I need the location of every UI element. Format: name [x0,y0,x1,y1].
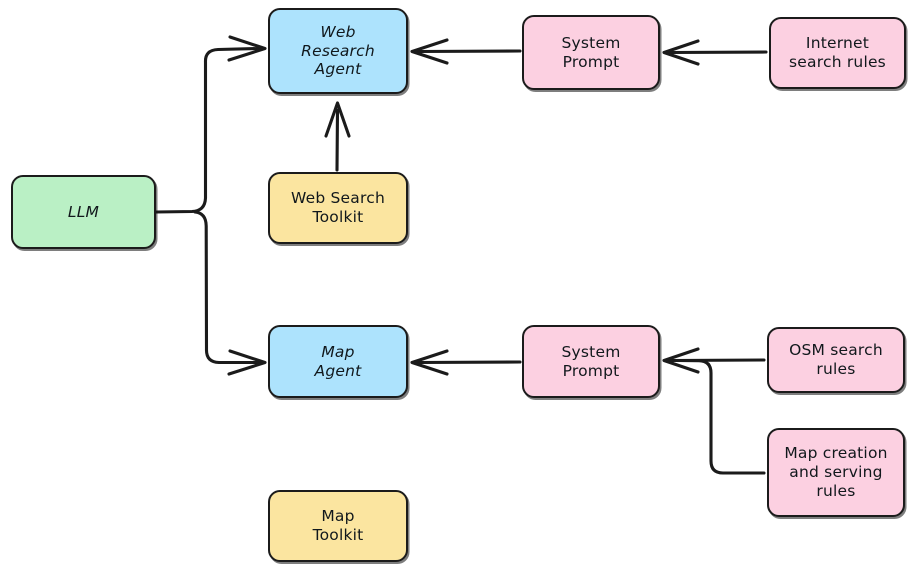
node-map-agent[interactable]: Map Agent [268,325,408,398]
node-map-creation-rules-label: Map creation and serving rules [784,444,888,500]
edge-map-system-prompt-to-agent [416,360,522,365]
node-map-toolkit-label: Map Toolkit [312,507,364,544]
edge-web-system-prompt-to-agent [416,49,522,54]
node-map-creation-rules[interactable]: Map creation and serving rules [767,428,905,517]
edge-internet-rules-to-system-prompt [668,50,768,55]
node-llm-label: LLM [67,202,100,221]
edge-map-creation-rules-to-system-prompt [674,358,766,475]
node-osm-search-rules[interactable]: OSM search rules [767,327,905,393]
node-osm-search-rules-label: OSM search rules [789,341,883,378]
node-llm[interactable]: LLM [11,175,156,249]
edge-osm-rules-to-system-prompt [668,358,766,363]
node-web-system-prompt-label: System Prompt [561,33,621,71]
edge-llm-to-web-research-agent [154,46,261,214]
node-internet-search-rules[interactable]: Internet search rules [769,17,906,89]
arrowhead-web-agent-from-prompt [410,38,449,65]
node-map-agent-label: Map Agent [314,342,362,380]
arrowhead-map-agent-from-prompt [410,349,449,376]
arrowhead-system-prompt-from-osm-rules [662,347,700,374]
node-map-toolkit[interactable]: Map Toolkit [268,490,408,562]
arrowhead-web-agent-from-toolkit [324,101,351,138]
arrowhead-web-research-agent [227,35,267,62]
node-web-system-prompt[interactable]: System Prompt [522,15,660,90]
node-web-research-agent[interactable]: Web Research Agent [268,8,408,94]
node-map-system-prompt[interactable]: System Prompt [522,325,660,398]
node-web-search-toolkit[interactable]: Web Search Toolkit [268,172,408,244]
node-map-system-prompt-label: System Prompt [561,342,621,380]
arrowhead-system-prompt-from-internet-rules [662,39,700,66]
node-internet-search-rules-label: Internet search rules [789,34,886,71]
node-web-search-toolkit-label: Web Search Toolkit [291,189,385,226]
edge-llm-trunk-lower [193,210,261,365]
edge-web-toolkit-to-agent [335,108,340,172]
node-web-research-agent-label: Web Research Agent [301,22,375,79]
arrowhead-map-agent [227,349,267,376]
